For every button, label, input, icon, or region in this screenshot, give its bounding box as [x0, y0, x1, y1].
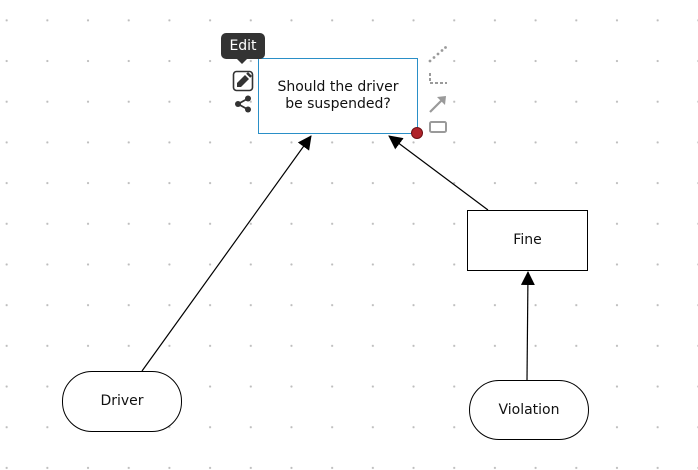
dashed-connector-icon — [429, 73, 447, 84]
fine-node[interactable]: Fine — [467, 210, 588, 271]
edit-button[interactable] — [231, 69, 255, 93]
decision-node-label: Should the driver be suspended? — [277, 79, 399, 112]
share-icon — [235, 95, 251, 113]
edge-violation-to-fine[interactable] — [520, 271, 535, 381]
share-button[interactable] — [233, 94, 253, 114]
edge-driver-to-decision[interactable] — [141, 135, 312, 372]
violation-node[interactable]: Violation — [469, 380, 589, 440]
driver-node-label: Driver — [100, 393, 144, 409]
edit-tooltip: Edit — [221, 33, 265, 64]
edit-icon — [232, 70, 254, 92]
rectangle-shape-button[interactable] — [427, 118, 449, 136]
arrow-connector-icon — [429, 96, 446, 113]
edge-fine-to-decision[interactable] — [388, 135, 489, 211]
dotted-connector-button[interactable] — [426, 45, 448, 65]
edit-tooltip-label: Edit — [229, 38, 257, 54]
dotted-connector-icon — [428, 46, 447, 63]
selection-handle[interactable] — [411, 127, 423, 139]
rectangle-shape-icon — [429, 121, 447, 133]
decision-node[interactable]: Should the driver be suspended? — [258, 58, 418, 134]
dashed-connector-button[interactable] — [427, 70, 449, 88]
arrow-connector-button[interactable] — [427, 93, 449, 115]
fine-node-label: Fine — [513, 232, 542, 248]
driver-node[interactable]: Driver — [62, 371, 182, 432]
violation-node-label: Violation — [498, 401, 560, 418]
